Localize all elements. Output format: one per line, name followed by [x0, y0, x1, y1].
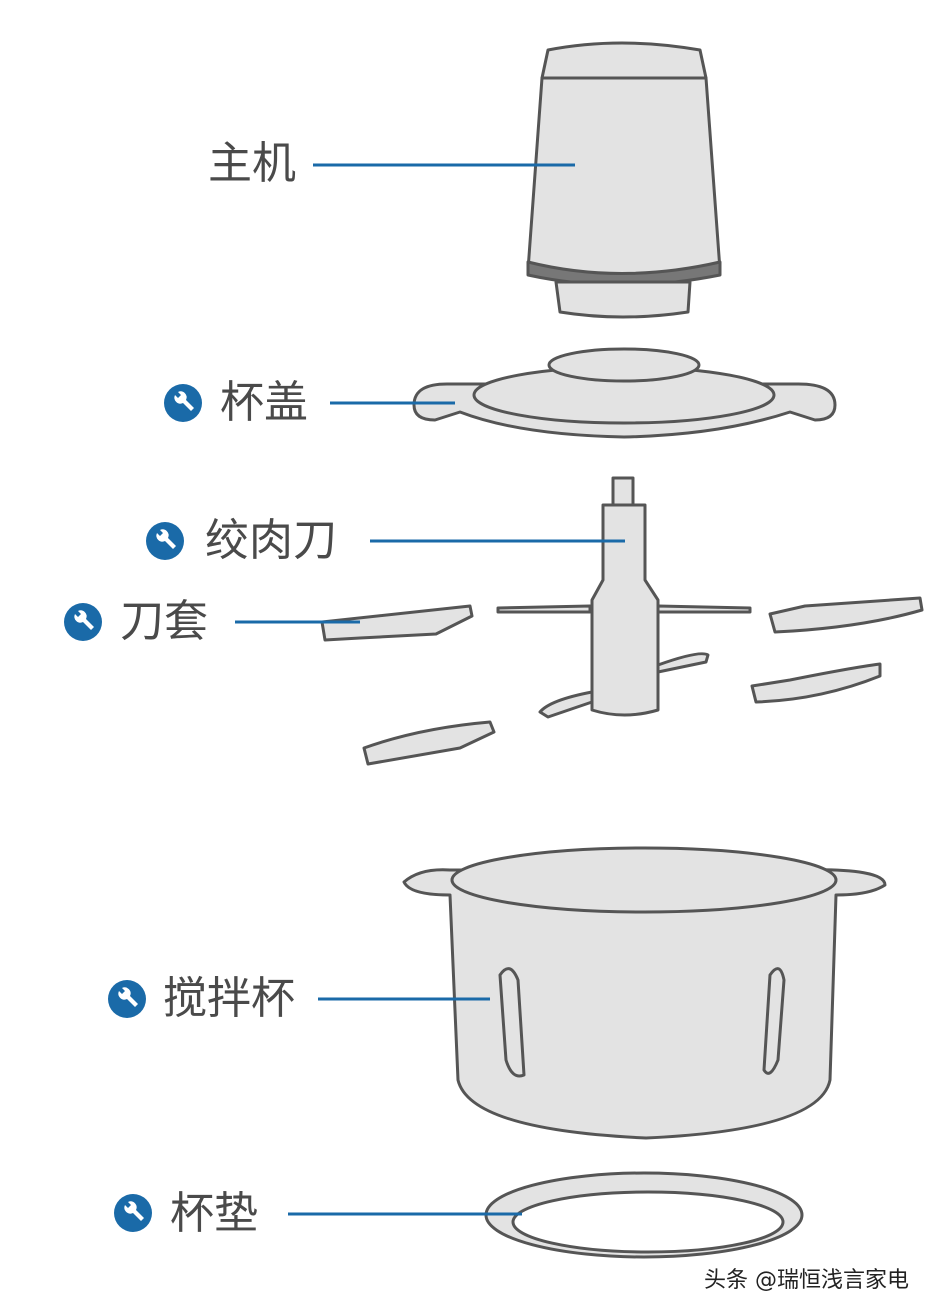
blade-cover [768, 596, 924, 634]
blade-cover [750, 662, 882, 704]
blade-cover [362, 720, 496, 766]
motor-unit [526, 41, 722, 319]
label-lid: 杯盖 [220, 377, 308, 428]
label-motor-unit: 主机 [208, 138, 296, 189]
wrench-icon [164, 384, 202, 422]
label-bowl: 搅拌杯 [163, 973, 295, 1024]
leader-lines [235, 163, 625, 1216]
wrench-icon [146, 522, 184, 560]
watermark: 头条 @瑞恒浅言家电 [704, 1268, 909, 1293]
bowl-pad [484, 1171, 804, 1259]
wrench-icon [114, 1194, 152, 1232]
wrench-icon [108, 980, 146, 1018]
blade [496, 476, 752, 719]
label-blade-cover: 刀套 [120, 596, 208, 647]
blade-cover [320, 604, 474, 642]
label-bowl-pad: 杯垫 [170, 1188, 258, 1239]
bowl [402, 846, 887, 1140]
lid [412, 347, 837, 439]
label-blade: 绞肉刀 [205, 515, 337, 566]
wrench-icon [64, 603, 102, 641]
